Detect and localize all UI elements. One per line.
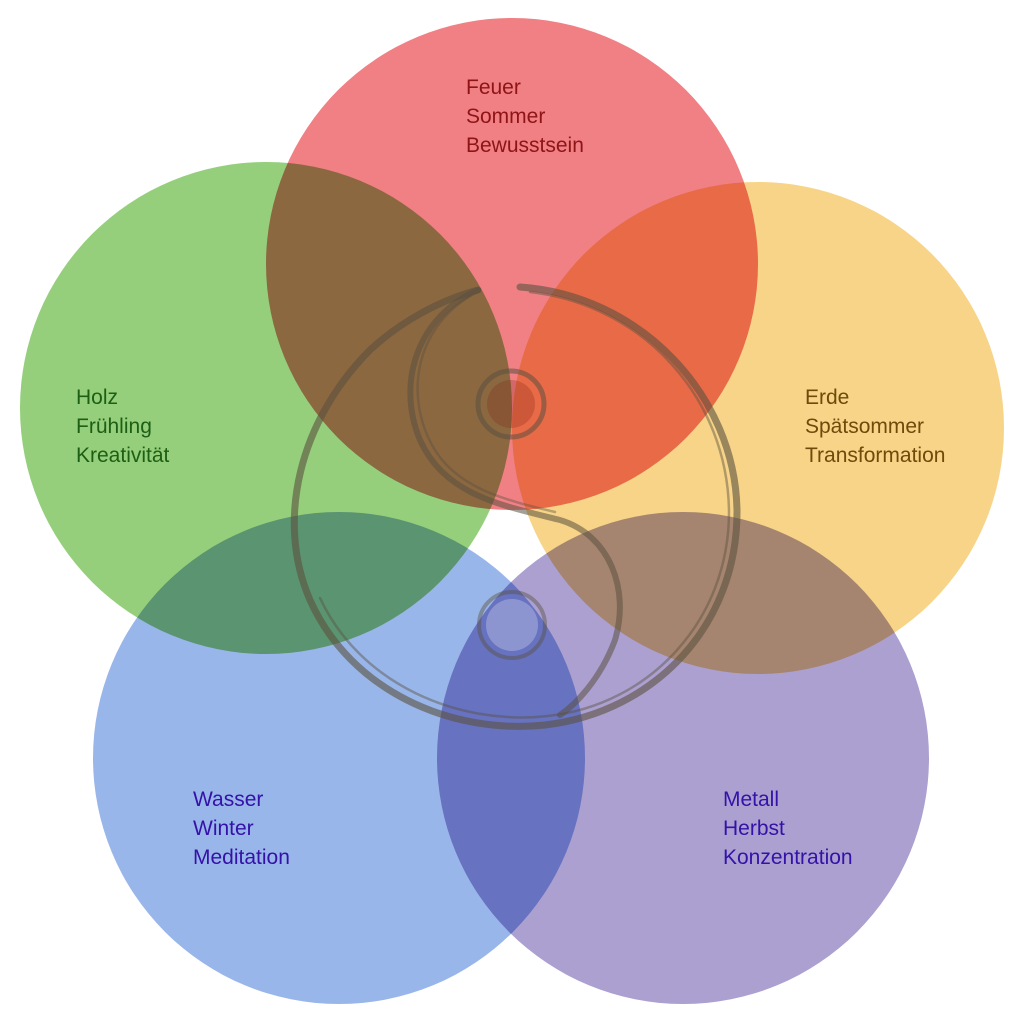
label-metal-quality: Konzentration [723,846,853,869]
label-water-element: Wasser [193,788,264,811]
label-earth-season: Spätsommer [805,415,925,438]
yin-yang-lower-dot [477,590,547,660]
label-metal-element: Metall [723,788,780,811]
label-wood-quality: Kreativität [76,444,170,467]
yin-yang-upper-dot-fill [487,380,535,428]
yin-yang-upper-dot [475,368,547,440]
label-earth: Erde Spätsommer Transformation [805,383,945,470]
label-fire: Feuer Sommer Bewusstsein [466,73,584,160]
label-fire-quality: Bewusstsein [466,134,584,157]
label-fire-element: Feuer [466,76,521,99]
yin-yang-lower-dot-fill [486,599,538,651]
yin-yang-s-curve-echo [416,294,557,514]
yin-yang-s-curve [407,287,623,718]
label-water-season: Winter [193,817,254,840]
label-metal: Metall Herbst Konzentration [723,785,853,872]
yin-yang-brush-icon [290,283,741,730]
label-wood-element: Holz [76,386,119,409]
label-earth-quality: Transformation [805,444,946,467]
circle-metal [437,512,929,1004]
label-water: Wasser Winter Meditation [193,785,290,872]
element-circles [20,18,1004,1004]
label-earth-element: Erde [805,386,850,409]
label-water-quality: Meditation [193,846,290,869]
yin-yang-outer-stroke [290,283,741,730]
label-wood-season: Frühling [76,415,152,438]
label-wood: Holz Frühling Kreativität [76,383,169,470]
circle-wood [20,162,512,654]
yin-yang-outer-stroke-echo [318,290,731,719]
label-fire-season: Sommer [466,105,546,128]
label-metal-season: Herbst [723,817,785,840]
